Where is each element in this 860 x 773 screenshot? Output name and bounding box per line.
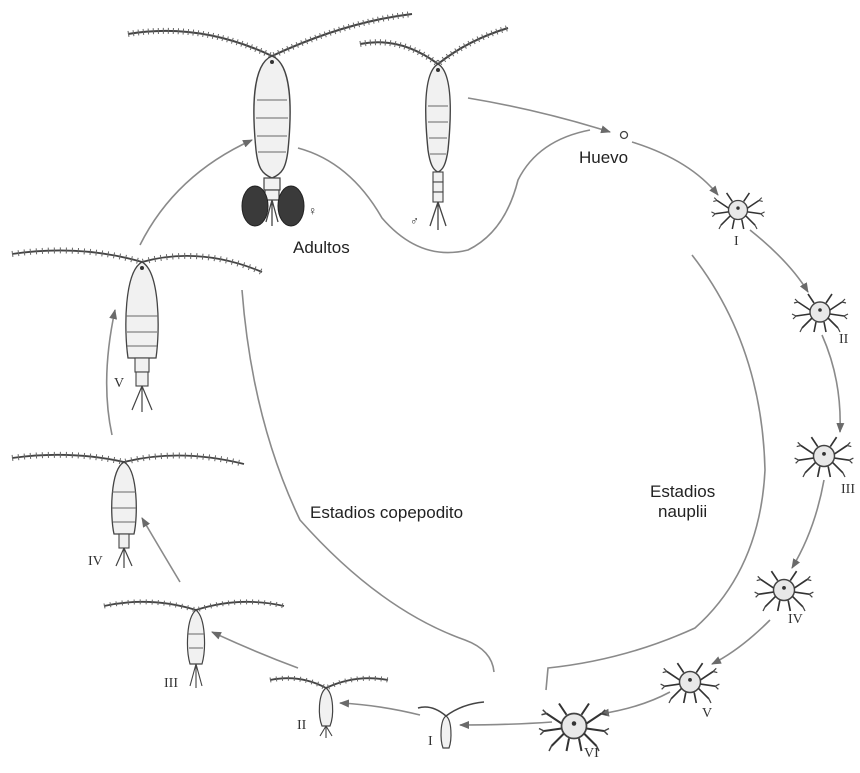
adults-label: Adultos: [293, 238, 350, 258]
nauplius-label-III: III: [841, 482, 855, 498]
adult-female-copepod: [128, 14, 412, 226]
nauplii-label-line1: Estadios: [650, 482, 715, 502]
copepodite-stages-label: Estadios copepodito: [310, 503, 463, 523]
nauplius-stage-V: [661, 663, 720, 703]
egg-label: Huevo: [579, 148, 628, 168]
copepodite-stage-IV: [12, 455, 244, 568]
female-symbol: ♀: [308, 204, 317, 218]
nauplius-stage-IV: [755, 571, 814, 611]
copepodite-stage-V: [12, 250, 262, 412]
male-symbol: ♂: [410, 214, 419, 228]
copepodite-stage-III: [104, 602, 284, 688]
nauplii-stages-label: Estadios nauplii: [650, 482, 715, 522]
copepodite-label-II: II: [297, 718, 306, 734]
nauplius-stage-III: [795, 437, 854, 477]
nauplius-label-I: I: [734, 234, 739, 250]
nauplius-label-IV: IV: [788, 612, 803, 628]
adult-male-copepod: [360, 28, 508, 230]
egg-icon: [621, 132, 628, 139]
nauplius-stage-I: [711, 193, 764, 229]
copepodite-label-IV: IV: [88, 554, 103, 570]
nauplius-label-VI: VI: [584, 746, 599, 762]
copepodite-label-I: I: [428, 734, 433, 750]
nauplius-label-II: II: [839, 332, 848, 348]
copepodite-label-III: III: [164, 676, 178, 692]
copepodite-stage-II: [270, 678, 388, 738]
nauplius-stage-II: [792, 294, 848, 332]
nauplius-stage-VI: [539, 704, 609, 752]
cycle-arrows: [107, 98, 841, 725]
copepodite-label-V: V: [114, 376, 124, 392]
nauplius-label-V: V: [702, 706, 712, 722]
nauplii-label-line2: nauplii: [650, 502, 715, 522]
